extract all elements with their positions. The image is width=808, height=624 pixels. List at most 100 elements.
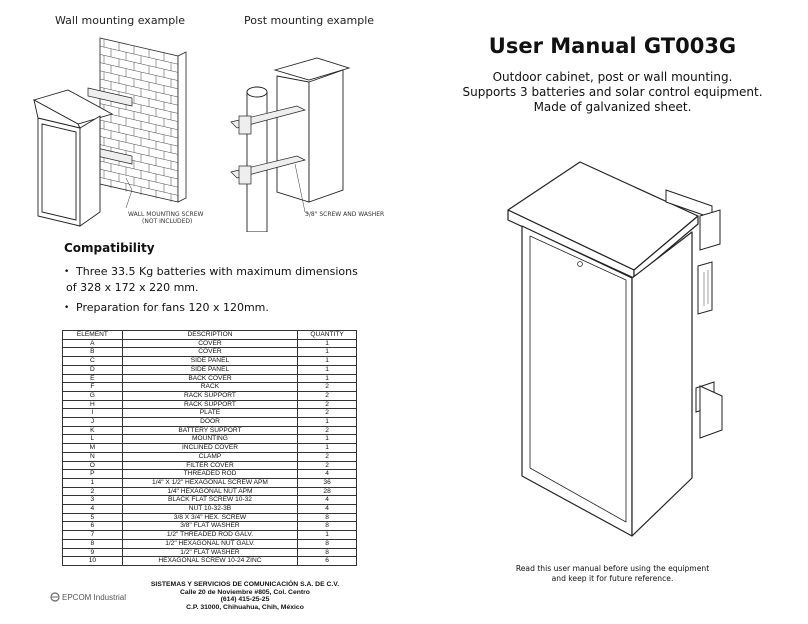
cell-element: G <box>62 390 123 401</box>
lock-icon <box>577 261 583 267</box>
cell-element: M <box>62 443 123 453</box>
cell-element: O <box>62 460 123 471</box>
cell-description: SIDE PANEL <box>121 364 299 375</box>
cell-description: 3/8 X 3/4" HEX. SCREW <box>121 512 299 523</box>
bullet-batteries: •Three 33.5 Kg batteries with maximum di… <box>64 265 358 278</box>
cell-quantity: 1 <box>297 434 357 445</box>
cell-quantity: 36 <box>297 477 357 488</box>
cell-quantity: 28 <box>297 486 357 497</box>
cell-quantity: 8 <box>297 547 357 558</box>
cell-element: E <box>62 373 123 384</box>
header-quantity: QUANTITY <box>297 330 357 340</box>
cell-description: SIDE PANEL <box>121 356 299 366</box>
header-element: ELEMENT <box>62 330 123 340</box>
cell-description: PLATE <box>121 408 299 419</box>
cell-description: HEXAGONAL SCREW 10-24 ZINC <box>121 556 299 566</box>
cell-quantity: 1 <box>297 373 357 384</box>
cell-quantity: 8 <box>297 512 357 523</box>
subtitle: Outdoor cabinet, post or wall mounting. … <box>462 70 763 114</box>
cell-description: COVER <box>121 338 299 349</box>
cell-description: RACK <box>121 382 299 392</box>
cell-description: 1/2" HEXAGONAL NUT GALV. <box>121 538 299 549</box>
cell-quantity: 1 <box>297 364 357 375</box>
wall-mounting-caption: Wall mounting example <box>55 14 186 27</box>
cell-description: NUT 10-32-3B <box>121 504 299 514</box>
cell-description: 1/4" X 1/2" HEXAGONAL SCREW APM <box>121 477 299 488</box>
cell-quantity: 2 <box>297 460 357 471</box>
cell-element: C <box>62 356 123 366</box>
cell-quantity: 2 <box>297 451 357 462</box>
cell-element: A <box>62 338 123 349</box>
cell-quantity: 8 <box>297 538 357 549</box>
epcom-logo: EPCOM Industrial <box>50 592 126 602</box>
cabinet-illustration <box>507 161 723 537</box>
cell-quantity: 2 <box>297 408 357 419</box>
cell-description: MOUNTING <box>121 434 299 445</box>
cell-quantity: 1 <box>297 347 357 358</box>
cell-element: D <box>62 364 123 375</box>
cell-quantity: 1 <box>297 356 357 366</box>
cell-element: 2 <box>62 486 123 497</box>
cell-quantity: 2 <box>297 399 357 410</box>
bullet-dot-icon: • <box>64 267 70 277</box>
cell-element: 5 <box>62 512 123 523</box>
cell-quantity: 6 <box>297 556 357 566</box>
cell-element: N <box>62 451 123 462</box>
cell-description: INCLINED COVER <box>121 443 299 453</box>
post-mounting-illustration <box>230 57 351 232</box>
cell-description: FILTER COVER <box>121 460 299 471</box>
cell-quantity: 4 <box>297 504 357 514</box>
cell-description: CLAMP <box>121 451 299 462</box>
header-description: DESCRIPTION <box>121 330 299 340</box>
cell-description: 1/2" THREADED ROD GALV. <box>121 530 299 540</box>
cell-quantity: 1 <box>297 443 357 453</box>
cell-description: DOOR <box>121 417 299 427</box>
cell-element: K <box>62 425 123 436</box>
cell-element: 10 <box>62 556 123 566</box>
cell-element: H <box>62 399 123 410</box>
usage-note: Read this user manual before using the e… <box>515 564 710 583</box>
compatibility-heading: Compatibility <box>64 241 155 255</box>
cell-element: L <box>62 434 123 445</box>
post-mounting-caption: Post mounting example <box>244 14 375 27</box>
cell-quantity: 4 <box>297 495 357 506</box>
cell-description: 1/4" HEXAGONAL NUT APM <box>121 486 299 497</box>
cell-element: 8 <box>62 538 123 549</box>
cell-quantity: 2 <box>297 390 357 401</box>
cell-element: 3 <box>62 495 123 506</box>
cell-element: 7 <box>62 530 123 540</box>
table-header-row: ELEMENT DESCRIPTION QUANTITY <box>62 330 357 340</box>
cell-description: BACK COVER <box>121 373 299 384</box>
cell-quantity: 1 <box>297 338 357 349</box>
wall-screw-note: WALL MOUNTING SCREW (NOT INCLUDED) <box>128 211 204 225</box>
cell-quantity: 8 <box>297 521 357 532</box>
cell-element: 1 <box>62 477 123 488</box>
cell-description: 3/8" FLAT WASHER <box>121 521 299 532</box>
cell-description: BATTERY SUPPORT <box>121 425 299 436</box>
page-title: User Manual GT003G <box>488 34 737 58</box>
epcom-logo-icon <box>50 592 60 602</box>
cell-quantity: 1 <box>297 417 357 427</box>
